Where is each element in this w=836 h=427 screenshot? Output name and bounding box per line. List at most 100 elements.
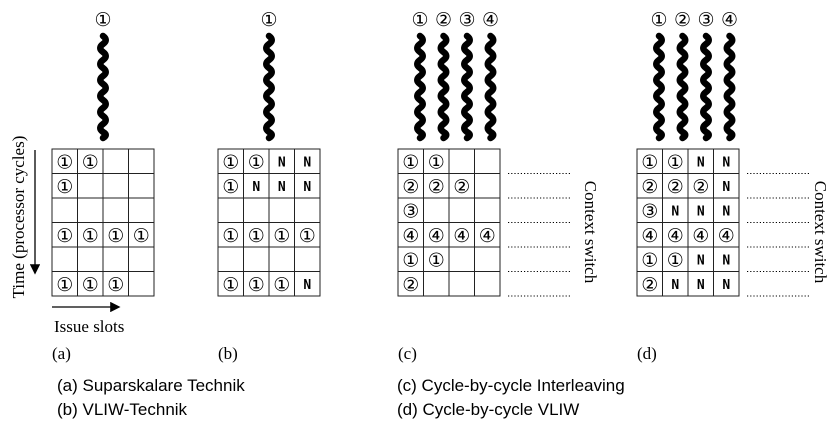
- thread-slot: ①: [641, 250, 658, 271]
- thread-slot: ①: [248, 275, 265, 296]
- figure-label: (c): [398, 344, 417, 363]
- noop-slot: N: [722, 278, 730, 293]
- thread-slot: ①: [248, 226, 265, 247]
- noop-slot: N: [671, 204, 679, 219]
- noop-slot: N: [722, 204, 730, 219]
- thread-slot: ②: [402, 177, 419, 198]
- thread-slot: ①: [273, 226, 290, 247]
- figure-label: (d): [637, 344, 657, 363]
- thread-slot: ④: [692, 226, 709, 247]
- thread-number-label: ③: [697, 10, 714, 31]
- thread-wave-icon: [653, 32, 665, 142]
- thread-number-label: ②: [674, 10, 691, 31]
- thread-slot: ①: [222, 177, 239, 198]
- thread-wave-icon: [461, 32, 473, 142]
- thread-wave-icon: [676, 32, 689, 142]
- thread-slot: ①: [667, 152, 684, 173]
- thread-slot: ④: [641, 226, 658, 247]
- noop-slot: N: [252, 180, 260, 195]
- noop-slot: N: [722, 253, 730, 268]
- thread-wave-icon: [263, 32, 275, 142]
- thread-slot: ②: [402, 275, 419, 296]
- thread-slot: ①: [428, 250, 445, 271]
- thread-slot: ②: [667, 177, 684, 198]
- thread-slot: ①: [273, 275, 290, 296]
- thread-slot: ①: [56, 152, 73, 173]
- thread-slot: ④: [667, 226, 684, 247]
- issue-slots-label: Issue slots: [54, 317, 124, 336]
- noop-slot: N: [303, 180, 311, 195]
- thread-slot: ④: [479, 226, 496, 247]
- noop-slot: N: [303, 155, 311, 170]
- time-axis-label: Time (processor cycles): [9, 136, 28, 299]
- thread-slot: ②: [692, 177, 709, 198]
- figure-label: (a): [52, 344, 71, 363]
- noop-slot: N: [697, 155, 705, 170]
- noop-slot: N: [722, 155, 730, 170]
- thread-number-label: ①: [411, 10, 428, 31]
- thread-number-label: ④: [482, 10, 499, 31]
- noop-slot: N: [697, 278, 705, 293]
- thread-slot: ①: [107, 226, 124, 247]
- thread-slot: ④: [402, 226, 419, 247]
- thread-slot: ①: [667, 250, 684, 271]
- thread-slot: ④: [453, 226, 470, 247]
- thread-slot: ③: [402, 201, 419, 222]
- thread-slot: ①: [56, 177, 73, 198]
- context-switch-label-d: Context switch: [811, 181, 830, 284]
- thread-slot: ①: [56, 226, 73, 247]
- thread-number-label: ①: [94, 10, 111, 31]
- thread-slot: ①: [248, 152, 265, 173]
- context-switch-label-c: Context switch: [581, 181, 600, 284]
- thread-slot: ①: [107, 275, 124, 296]
- thread-slot: ①: [299, 226, 316, 247]
- caption-d: (d) Cycle-by-cycle VLIW: [397, 400, 580, 419]
- thread-wave-icon: [437, 32, 450, 142]
- thread-slot: ④: [718, 226, 735, 247]
- thread-wave-icon: [723, 32, 736, 142]
- thread-slot: ①: [428, 152, 445, 173]
- thread-slot: ④: [428, 226, 445, 247]
- figure-label: (b): [218, 344, 238, 363]
- noop-slot: N: [671, 278, 679, 293]
- thread-slot: ②: [428, 177, 445, 198]
- thread-slot: ①: [641, 152, 658, 173]
- noop-slot: N: [278, 180, 286, 195]
- thread-slot: ②: [641, 275, 658, 296]
- thread-wave-icon: [484, 32, 497, 142]
- thread-slot: ①: [82, 275, 99, 296]
- thread-wave-icon: [414, 32, 426, 142]
- thread-slot: ①: [222, 152, 239, 173]
- thread-number-label: ②: [435, 10, 452, 31]
- caption-a: (a) Suparskalare Technik: [57, 376, 245, 395]
- thread-slot: ①: [402, 152, 419, 173]
- thread-slot: ①: [133, 226, 150, 247]
- thread-slot: ③: [641, 201, 658, 222]
- thread-slot: ②: [641, 177, 658, 198]
- thread-slot: ①: [82, 152, 99, 173]
- noop-slot: N: [722, 180, 730, 195]
- noop-slot: N: [697, 204, 705, 219]
- thread-slot: ①: [402, 250, 419, 271]
- thread-slot: ①: [222, 226, 239, 247]
- thread-slot: ①: [222, 275, 239, 296]
- thread-number-label: ①: [650, 10, 667, 31]
- thread-slot: ①: [82, 226, 99, 247]
- noop-slot: N: [278, 155, 286, 170]
- thread-wave-icon: [700, 32, 712, 142]
- noop-slot: N: [697, 253, 705, 268]
- thread-number-label: ④: [721, 10, 738, 31]
- thread-number-label: ③: [458, 10, 475, 31]
- thread-number-label: ①: [260, 10, 277, 31]
- caption-b: (b) VLIW-Technik: [57, 400, 188, 419]
- noop-slot: N: [303, 278, 311, 293]
- thread-wave-icon: [97, 32, 109, 142]
- thread-slot: ①: [56, 275, 73, 296]
- thread-slot: ②: [453, 177, 470, 198]
